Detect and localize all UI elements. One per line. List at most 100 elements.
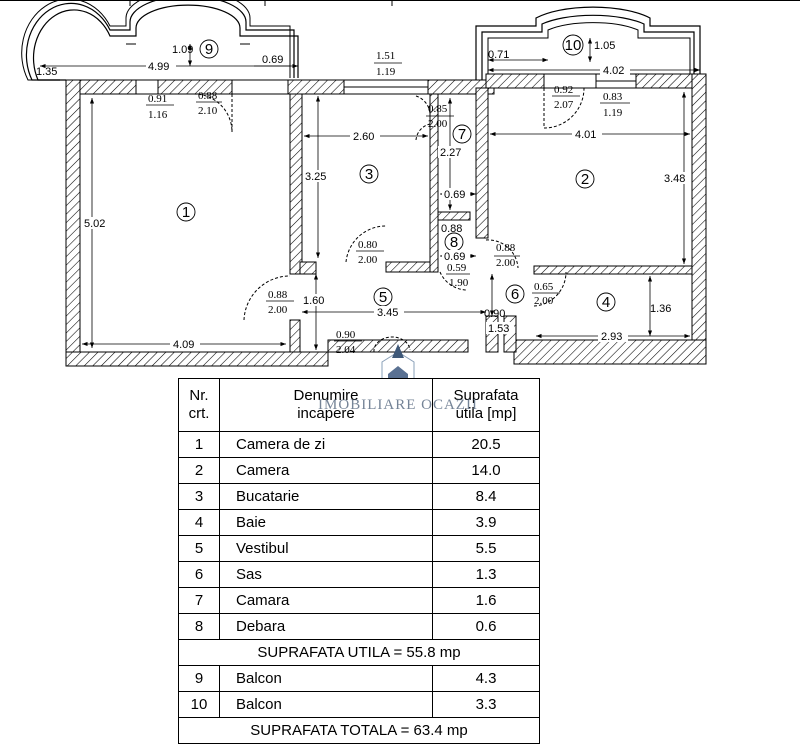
- row-nr: 3: [178, 483, 220, 510]
- total-row: SUPRAFATA TOTALA = 63.4 mp: [178, 717, 540, 744]
- opening-12-top: 0.90: [336, 329, 356, 341]
- row-nr: 2: [178, 457, 220, 484]
- dim-r6-height: 1.53: [488, 323, 509, 335]
- dim-r1-width: 4.09: [173, 339, 194, 351]
- room-label-1: 1: [182, 204, 190, 221]
- total-text: SUPRAFATA TOTALA = 63.4 mp: [178, 717, 540, 744]
- room-labels: [176, 34, 616, 312]
- openings: [135, 73, 637, 95]
- dim-r8-width: 0.69: [444, 251, 465, 263]
- row-nr: 10: [178, 691, 220, 718]
- dim-r3-width: 2.60: [353, 131, 374, 143]
- opening-2-bottom: 2.10: [198, 105, 218, 117]
- floor-plan: 1 2 3 4 5 6 7 8 9 10 5.02 4.09 4.01 3.48…: [0, 0, 800, 378]
- row-name: Vestibul: [219, 535, 433, 562]
- dim-r5-height: 1.60: [303, 295, 324, 307]
- row-nr: 4: [178, 509, 220, 536]
- room-label-7: 7: [458, 126, 466, 143]
- opening-9-bottom: 2.00: [496, 257, 516, 269]
- room-label-6: 6: [511, 286, 519, 303]
- room-label-2: 2: [581, 171, 589, 188]
- row-area: 4.3: [432, 665, 540, 692]
- opening-2-top: 0.88: [198, 90, 218, 102]
- dim-r3-height: 3.25: [305, 171, 326, 183]
- row-area: 1.3: [432, 561, 540, 588]
- dim-b10-width: 4.02: [603, 65, 624, 77]
- rooms-table: Nr. crt. Denumire incapere Suprafata uti…: [178, 378, 540, 744]
- opening-5-top: 0.92: [554, 84, 573, 96]
- opening-3-top: 1.51: [376, 50, 395, 62]
- opening-4-top: 0.85: [428, 103, 448, 115]
- opening-9-top: 0.88: [496, 242, 516, 254]
- dim-b9-width: 4.99: [148, 61, 169, 73]
- opening-5-bottom: 2.07: [554, 99, 574, 111]
- row-nr: 5: [178, 535, 220, 562]
- opening-10-top: 0.65: [534, 281, 554, 293]
- row-area: 3.9: [432, 509, 540, 536]
- opening-7-top: 0.80: [358, 239, 378, 251]
- dim-r8-height: 0.88: [441, 223, 462, 235]
- row-name: Bucatarie: [219, 483, 433, 510]
- opening-11-top: 0.88: [268, 289, 288, 301]
- row-nr: 6: [178, 561, 220, 588]
- row-area: 8.4: [432, 483, 540, 510]
- dim-b10-depth: 1.05: [594, 40, 615, 52]
- row-area: 5.5: [432, 535, 540, 562]
- row-name: Balcon: [219, 691, 433, 718]
- watermark-logo: [381, 344, 415, 378]
- row-name: Camera: [219, 457, 433, 484]
- header-area: Suprafata utila [mp]: [432, 378, 540, 432]
- row-name: Baie: [219, 509, 433, 536]
- dim-r4-height: 1.36: [650, 303, 671, 315]
- opening-1-bottom: 1.16: [148, 109, 168, 121]
- opening-7-bottom: 2.00: [358, 254, 378, 266]
- room-label-4: 4: [602, 294, 610, 311]
- opening-8-top: 0.59: [447, 262, 467, 274]
- table-header-row: Nr. crt. Denumire incapere Suprafata uti…: [178, 378, 540, 432]
- dim-r6-width: 0.90: [484, 308, 505, 320]
- row-name: Balcon: [219, 665, 433, 692]
- balcony-10: [475, 6, 701, 80]
- opening-3-bottom: 1.19: [376, 66, 396, 78]
- room-label-9: 9: [205, 41, 213, 58]
- room-label-10: 10: [565, 37, 582, 54]
- dim-r2-width: 4.01: [575, 129, 596, 141]
- opening-11-bottom: 2.00: [268, 304, 288, 316]
- dim-r4-width: 2.93: [601, 331, 622, 343]
- dimension-texts: 5.02 4.09 4.01 3.48 2.60 3.25 2.93 1.36 …: [36, 40, 690, 351]
- opening-labels: 0.91 1.16 0.88 2.10 1.51 1.19 0.85 2.00 …: [148, 50, 623, 356]
- header-nr: Nr. crt.: [178, 378, 220, 432]
- dim-r5-width: 3.45: [377, 307, 398, 319]
- opening-8-bottom: 1.90: [449, 277, 469, 289]
- dim-r7-width: 0.69: [444, 189, 465, 201]
- opening-6-top: 0.83: [603, 91, 623, 103]
- header-name: Denumire incapere: [219, 378, 433, 432]
- opening-1-top: 0.91: [148, 93, 167, 105]
- dim-r1-height: 5.02: [84, 218, 105, 230]
- subtotal-text: SUPRAFATA UTILA = 55.8 mp: [178, 639, 540, 666]
- room-label-8: 8: [450, 234, 458, 251]
- row-area: 14.0: [432, 457, 540, 484]
- dim-r7-height: 2.27: [440, 147, 461, 159]
- opening-4-bottom: 2.00: [428, 118, 448, 130]
- opening-12-bottom: 2.04: [336, 344, 356, 356]
- row-nr: 8: [178, 613, 220, 640]
- dim-b9-end: 0.69: [262, 54, 283, 66]
- dim-r2-height: 3.48: [664, 173, 685, 185]
- row-name: Camara: [219, 587, 433, 614]
- subtotal-row: SUPRAFATA UTILA = 55.8 mp: [178, 639, 540, 666]
- room-label-5: 5: [379, 289, 387, 306]
- row-area: 3.3: [432, 691, 540, 718]
- row-area: 0.6: [432, 613, 540, 640]
- dim-b9-depth: 1.09: [172, 44, 193, 56]
- row-area: 20.5: [432, 431, 540, 458]
- row-area: 1.6: [432, 587, 540, 614]
